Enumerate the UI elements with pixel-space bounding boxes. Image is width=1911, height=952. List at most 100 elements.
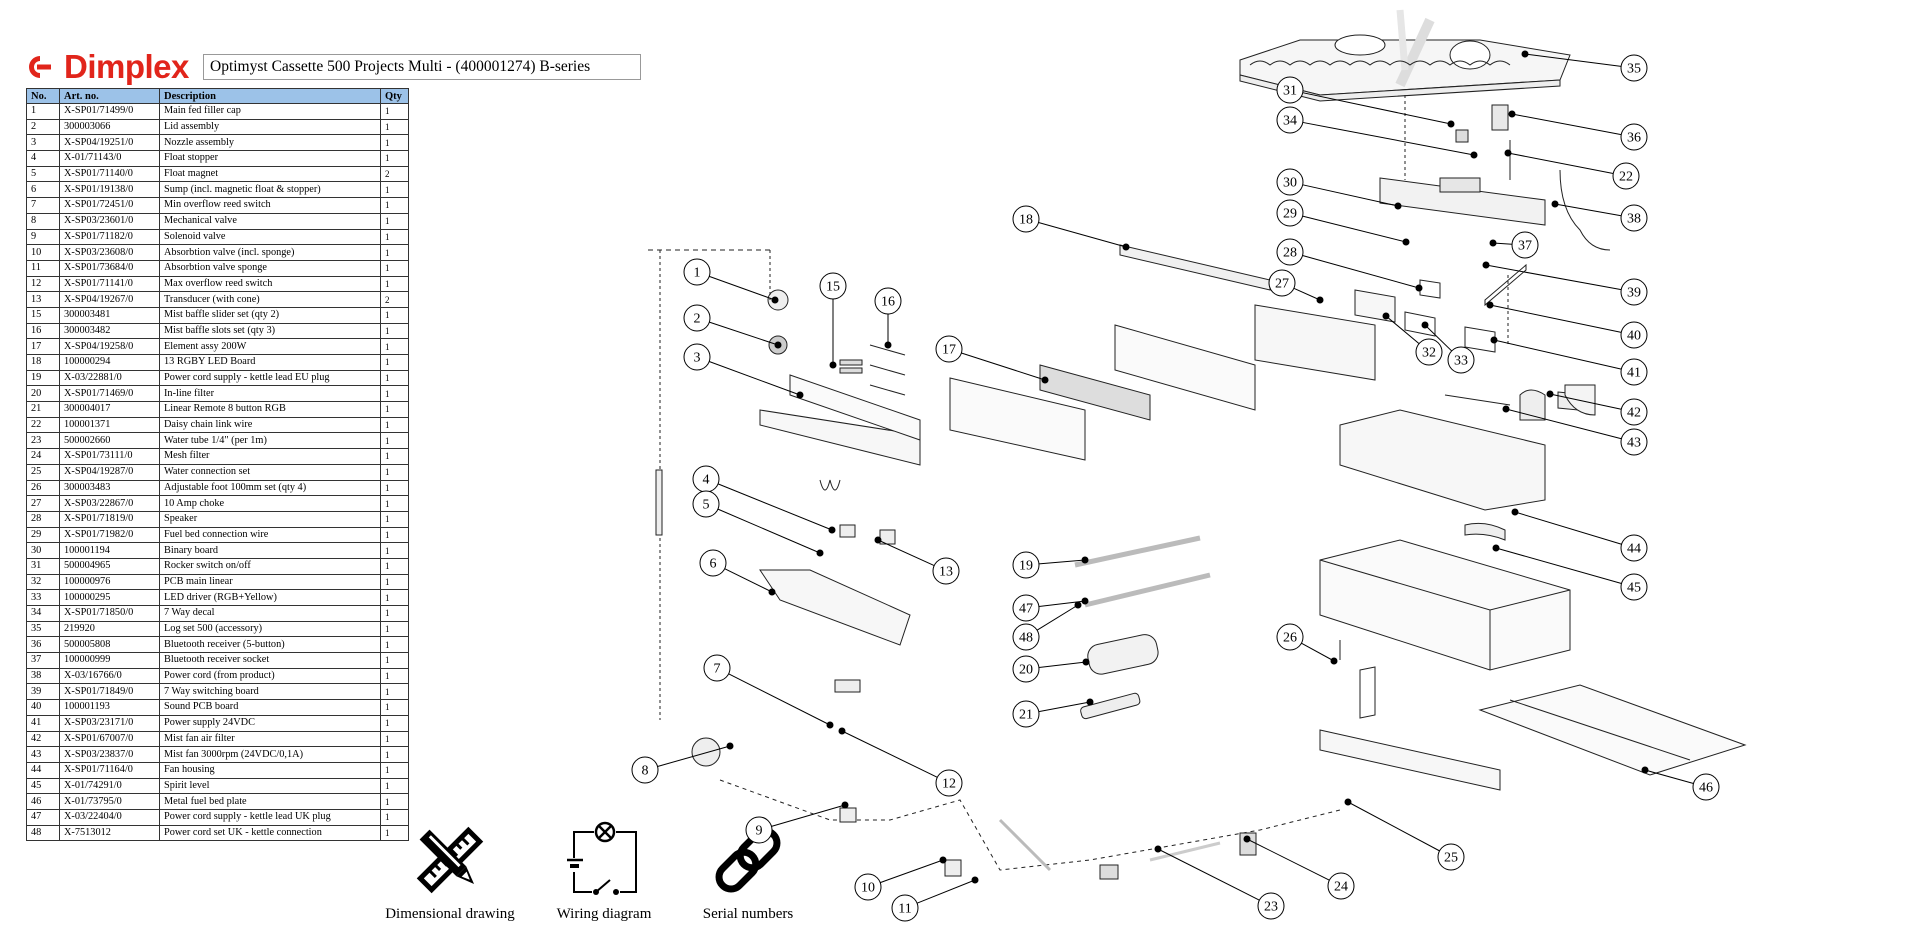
callout-39[interactable]: 39 [1482, 261, 1648, 306]
callout-21[interactable]: 21 [1012, 698, 1094, 728]
callout-20[interactable]: 20 [1012, 655, 1090, 683]
callout-45[interactable]: 45 [1492, 544, 1648, 601]
callout-16[interactable]: 16 [874, 287, 902, 349]
callout-37[interactable]: 37 [1489, 231, 1539, 259]
article-number: 100001193 [59, 699, 160, 716]
callout-40[interactable]: 40 [1486, 301, 1648, 349]
callout-26[interactable]: 26 [1276, 623, 1338, 665]
callout-12[interactable]: 12 [838, 727, 963, 797]
callout-circle [1012, 594, 1040, 622]
part-description: Spirit level [159, 777, 381, 795]
part-number: 36 [26, 636, 60, 654]
part-number: 38 [26, 667, 60, 685]
article-number: 100001194 [59, 542, 160, 559]
callout-34[interactable]: 34 [1276, 106, 1478, 159]
leader-line [1549, 393, 1622, 410]
callout-46[interactable]: 46 [1641, 766, 1720, 801]
callout-27[interactable]: 27 [1268, 269, 1324, 304]
callout-31[interactable]: 31 [1276, 76, 1455, 128]
callout-13[interactable]: 13 [874, 536, 960, 585]
callout-circle [1012, 655, 1040, 683]
callout-47[interactable]: 47 [1012, 594, 1089, 622]
leader-line [657, 745, 731, 767]
part-description: Fan housing [159, 761, 381, 779]
article-number: 300003066 [59, 118, 160, 136]
callout-circle [745, 816, 773, 844]
callout-48[interactable]: 48 [1012, 601, 1082, 651]
callout-18[interactable]: 18 [1012, 205, 1130, 251]
callout-10[interactable]: 10 [854, 856, 947, 901]
callout-1[interactable]: 1 [683, 258, 779, 304]
column-header-description: Description [159, 88, 381, 104]
callout-number: 2 [694, 312, 701, 327]
fuel-bed-plate-drawing [1478, 684, 1747, 776]
part-description: Sound PCB board [159, 699, 381, 716]
callout-2[interactable]: 2 [683, 304, 782, 349]
part-description: Mesh filter [159, 448, 381, 465]
callout-19[interactable]: 19 [1012, 551, 1089, 579]
callout-43[interactable]: 43 [1502, 405, 1648, 456]
part-quantity: 1 [380, 636, 409, 654]
callout-42[interactable]: 42 [1546, 390, 1648, 426]
part-quantity: 1 [380, 589, 409, 606]
callout-25[interactable]: 25 [1344, 798, 1465, 871]
part-number: 33 [26, 589, 60, 606]
callout-33[interactable]: 33 [1421, 321, 1475, 374]
callout-41[interactable]: 41 [1490, 336, 1648, 386]
callout-4[interactable]: 4 [692, 465, 836, 534]
callout-28[interactable]: 28 [1276, 238, 1423, 292]
callout-11[interactable]: 11 [891, 876, 979, 922]
article-number: 100001371 [59, 416, 160, 434]
callout-5[interactable]: 5 [692, 490, 824, 557]
callout-circle [1012, 551, 1040, 579]
callout-23[interactable]: 23 [1154, 845, 1285, 920]
article-number: X-SP01/71140/0 [59, 165, 160, 183]
callout-circle [1327, 872, 1355, 900]
leader-dot [1074, 601, 1082, 609]
part-quantity: 1 [380, 652, 409, 669]
wiring-diagram-link[interactable]: Wiring diagram [530, 820, 678, 923]
tray-drawing [1339, 409, 1546, 511]
parts-table-header: No. Art. no. Description Qty [26, 88, 409, 104]
callout-24[interactable]: 24 [1243, 835, 1355, 900]
callout-15[interactable]: 15 [819, 272, 847, 369]
callout-36[interactable]: 36 [1508, 110, 1648, 151]
dimensional-drawing-link[interactable]: Dimensional drawing [370, 820, 530, 923]
callout-32[interactable]: 32 [1382, 312, 1443, 366]
callout-circle [1620, 534, 1648, 562]
callout-30[interactable]: 30 [1276, 168, 1402, 210]
leader-dot [1394, 202, 1402, 210]
callout-8[interactable]: 8 [631, 742, 734, 784]
callout-3[interactable]: 3 [683, 343, 804, 399]
leader-line [1246, 838, 1330, 881]
part-quantity: 1 [380, 557, 409, 575]
leader-line [709, 321, 779, 346]
part-quantity: 1 [380, 197, 409, 214]
callout-circle [935, 335, 963, 363]
leader-dot [1344, 798, 1352, 806]
callout-44[interactable]: 44 [1511, 508, 1648, 562]
callout-17[interactable]: 17 [935, 335, 1049, 384]
callout-22[interactable]: 22 [1504, 149, 1640, 190]
callout-number: 6 [710, 557, 717, 572]
article-number: X-01/73795/0 [59, 793, 160, 810]
callout-29[interactable]: 29 [1276, 199, 1410, 246]
leader-dot [828, 526, 836, 534]
part-quantity: 1 [380, 730, 409, 748]
part-description: Rocker switch on/off [159, 557, 381, 575]
callout-number: 18 [1019, 213, 1033, 228]
part-description: Absorbtion valve sponge [159, 259, 381, 277]
callout-7[interactable]: 7 [703, 654, 834, 729]
callout-6[interactable]: 6 [699, 549, 776, 596]
callout-9[interactable]: 9 [745, 801, 849, 844]
article-number: 300003483 [59, 479, 160, 497]
leader-line [1524, 53, 1622, 67]
callout-38[interactable]: 38 [1551, 200, 1648, 232]
callout-35[interactable]: 35 [1521, 50, 1648, 82]
